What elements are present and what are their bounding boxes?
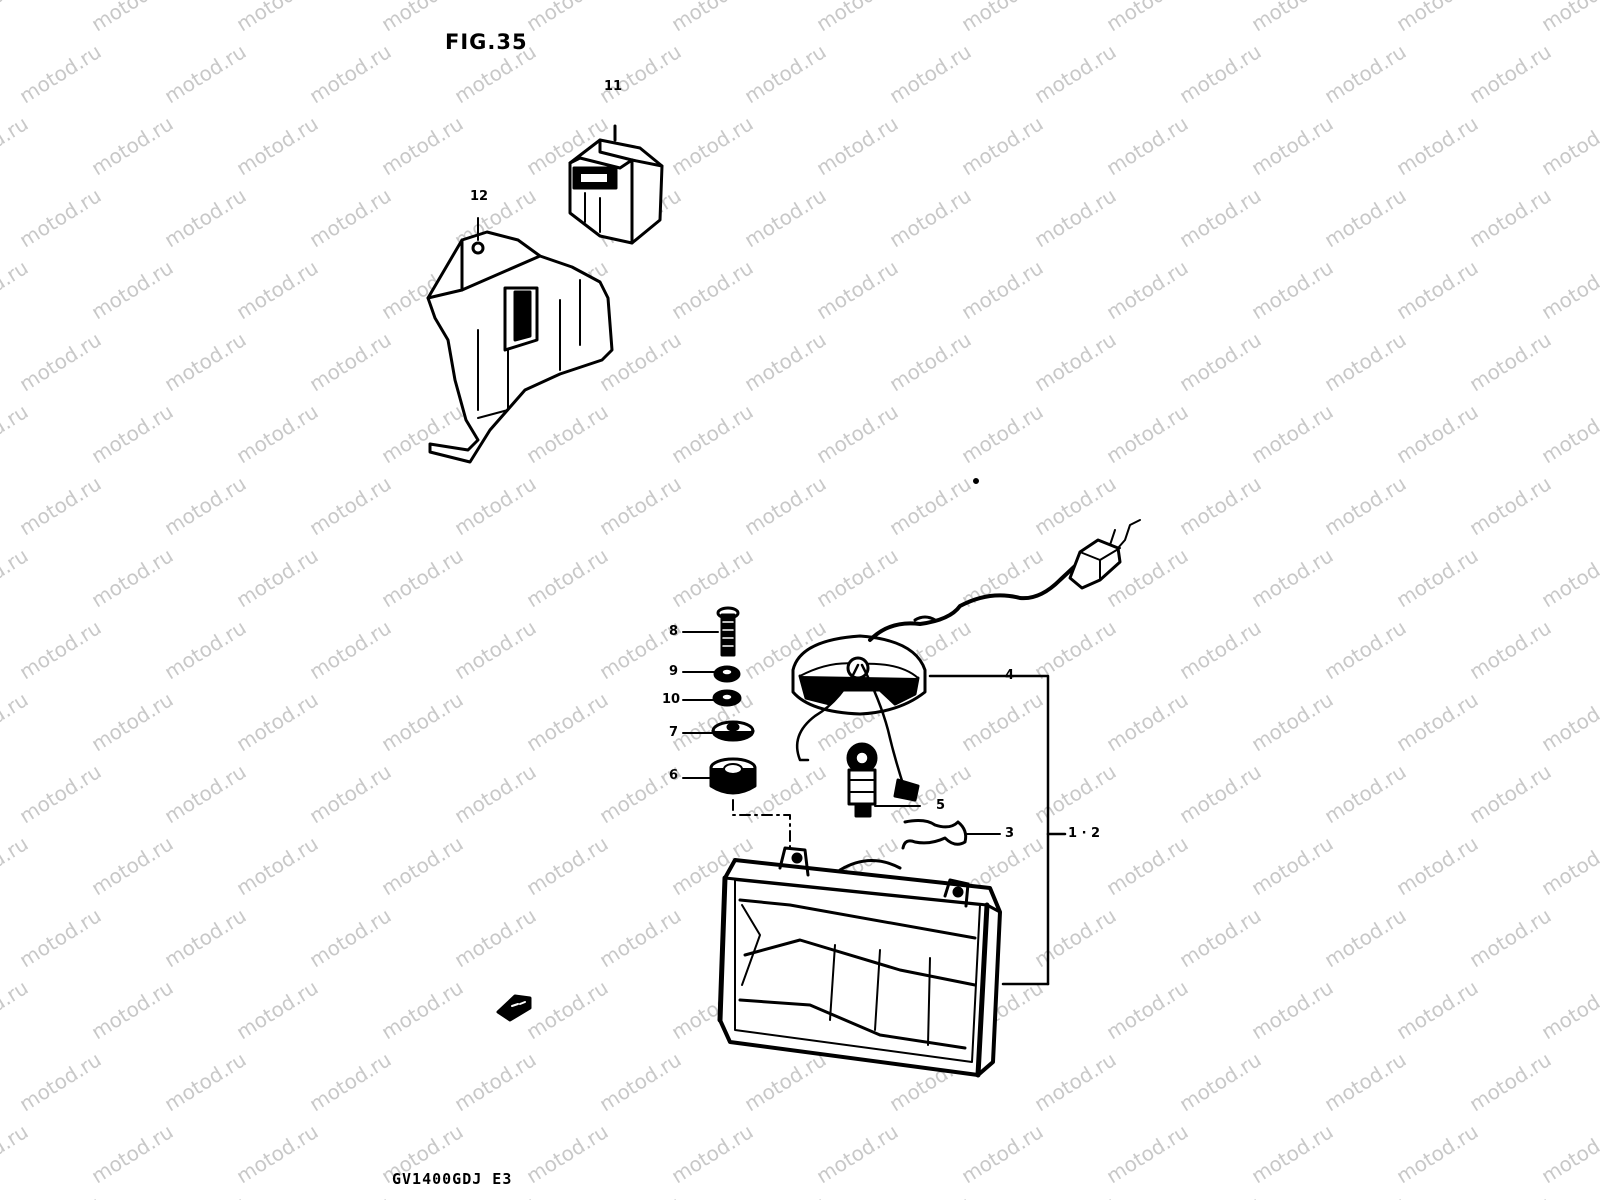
callout-washer: 10 — [662, 692, 681, 707]
callout-screw: 8 — [669, 624, 679, 639]
stray-dot — [973, 478, 979, 484]
callout-bracket: 12 — [470, 189, 489, 204]
callout-nut: 9 — [669, 664, 679, 679]
callout-cushion: 6 — [669, 768, 679, 783]
nut-drawing — [682, 665, 741, 683]
figure-title: FIG.35 — [445, 30, 528, 54]
screw-drawing — [682, 606, 740, 657]
bulb-drawing — [846, 742, 921, 818]
callout-spring: 3 — [1005, 826, 1015, 841]
callout-headlamp-assembly: 1 · 2 — [1068, 826, 1101, 841]
cushion-drawing — [682, 757, 791, 849]
callout-relay: 11 — [604, 79, 623, 94]
relay-unit-drawing — [568, 124, 664, 245]
direction-arrow-icon — [496, 994, 532, 1022]
headlamp-drawing — [717, 832, 1067, 1078]
washer-drawing — [682, 689, 742, 707]
callout-collar: 7 — [669, 725, 679, 740]
spring-drawing — [901, 819, 1001, 850]
collar-drawing — [682, 720, 755, 742]
callout-bulb: 5 — [936, 798, 946, 813]
bracket-drawing — [426, 217, 614, 464]
callout-socket: 4 — [1005, 668, 1015, 683]
socket-drawing — [791, 519, 1141, 836]
model-code: GV1400GDJ E3 — [392, 1170, 513, 1188]
